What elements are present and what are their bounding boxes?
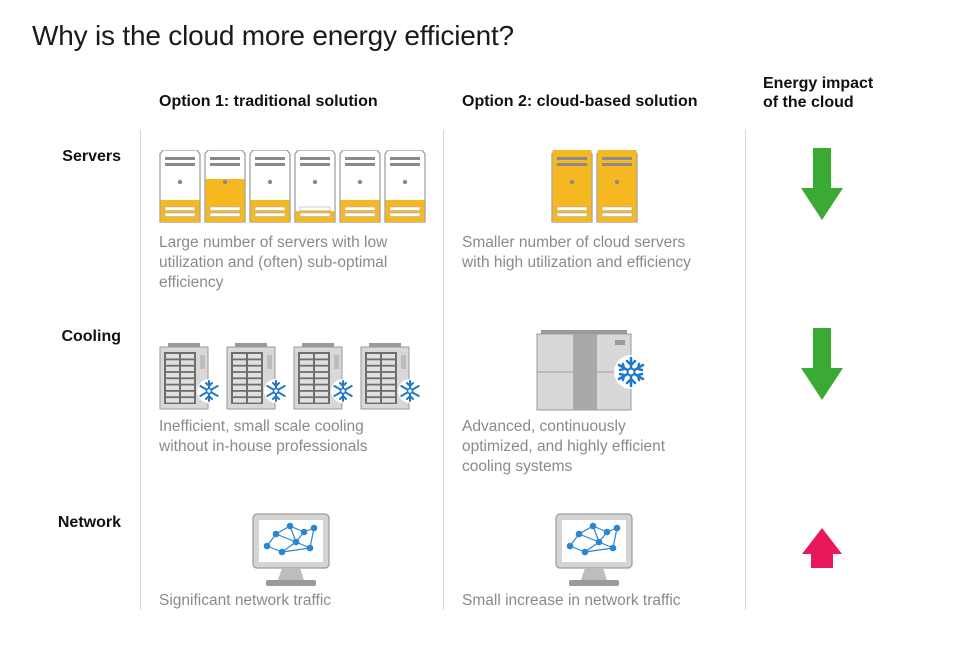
cooling-option1-description: Inefficient, small scale cooling without… bbox=[159, 417, 368, 457]
column-header-impact: Energy impact of the cloud bbox=[763, 74, 873, 112]
server-tower-icon bbox=[551, 150, 593, 223]
snowflake-icon bbox=[197, 379, 221, 403]
server-group-option2 bbox=[551, 150, 638, 223]
column-header-impact-line2: of the cloud bbox=[763, 94, 854, 111]
servers-option1-line3: efficiency bbox=[159, 274, 224, 291]
network-option1-description: Significant network traffic bbox=[159, 592, 332, 609]
page-title: Why is the cloud more energy efficient? bbox=[32, 20, 514, 51]
server-tower-icon bbox=[384, 150, 426, 223]
column-divider-1 bbox=[140, 130, 141, 610]
server-tower-icon bbox=[294, 150, 336, 223]
snowflake-icon bbox=[614, 355, 648, 389]
cooling-option2-line1: Advanced, continuously bbox=[462, 418, 626, 435]
snowflake-icon bbox=[331, 379, 355, 403]
servers-option2-line1: Smaller number of cloud servers bbox=[462, 234, 686, 251]
snowflake-icon bbox=[264, 379, 288, 403]
cooling-unit-icon bbox=[293, 343, 355, 410]
arrow-down-icon bbox=[801, 148, 843, 220]
servers-option2-line2: with high utilization and efficiency bbox=[462, 254, 691, 271]
column-header-option2: Option 2: cloud-based solution bbox=[462, 93, 698, 110]
server-tower-icon bbox=[204, 150, 246, 223]
cooling-option1-line1: Inefficient, small scale cooling bbox=[159, 418, 364, 435]
server-tower-icon bbox=[159, 150, 201, 223]
servers-option2-description: Smaller number of cloud servers with hig… bbox=[462, 233, 691, 273]
servers-option1-line1: Large number of servers with low bbox=[159, 234, 388, 251]
row-label-cooling: Cooling bbox=[61, 328, 121, 345]
column-divider-3 bbox=[745, 130, 746, 610]
network-option2-description: Small increase in network traffic bbox=[462, 592, 681, 609]
cooling-unit-icon bbox=[226, 343, 288, 410]
server-tower-icon bbox=[596, 150, 638, 223]
servers-option1-description: Large number of servers with low utiliza… bbox=[159, 233, 387, 293]
row-label-servers: Servers bbox=[62, 148, 121, 165]
network-monitor-icon bbox=[252, 513, 330, 586]
column-divider-2 bbox=[443, 130, 444, 610]
cooling-option2-line2: optimized, and highly efficient bbox=[462, 438, 666, 455]
arrow-down-icon bbox=[801, 328, 843, 400]
cooling-units-option1 bbox=[159, 343, 422, 410]
server-tower-icon bbox=[249, 150, 291, 223]
snowflake-icon bbox=[398, 379, 422, 403]
cooling-unit-icon bbox=[360, 343, 422, 410]
row-label-network: Network bbox=[57, 514, 121, 531]
cooling-option2-line3: cooling systems bbox=[462, 458, 573, 475]
servers-option1-line2: utilization and (often) sub-optimal bbox=[159, 254, 388, 271]
cooling-unit-icon bbox=[159, 343, 221, 410]
large-cooling-system-icon bbox=[536, 330, 648, 411]
cooling-option2-description: Advanced, continuously optimized, and hi… bbox=[462, 417, 665, 477]
column-header-option1: Option 1: traditional solution bbox=[159, 93, 378, 110]
cooling-option1-line2: without in-house professionals bbox=[159, 438, 368, 455]
arrow-up-icon bbox=[802, 528, 842, 568]
network-monitor-icon bbox=[555, 513, 633, 586]
column-header-impact-line1: Energy impact bbox=[763, 75, 874, 92]
server-group-option1 bbox=[159, 150, 426, 223]
server-tower-icon bbox=[339, 150, 381, 223]
